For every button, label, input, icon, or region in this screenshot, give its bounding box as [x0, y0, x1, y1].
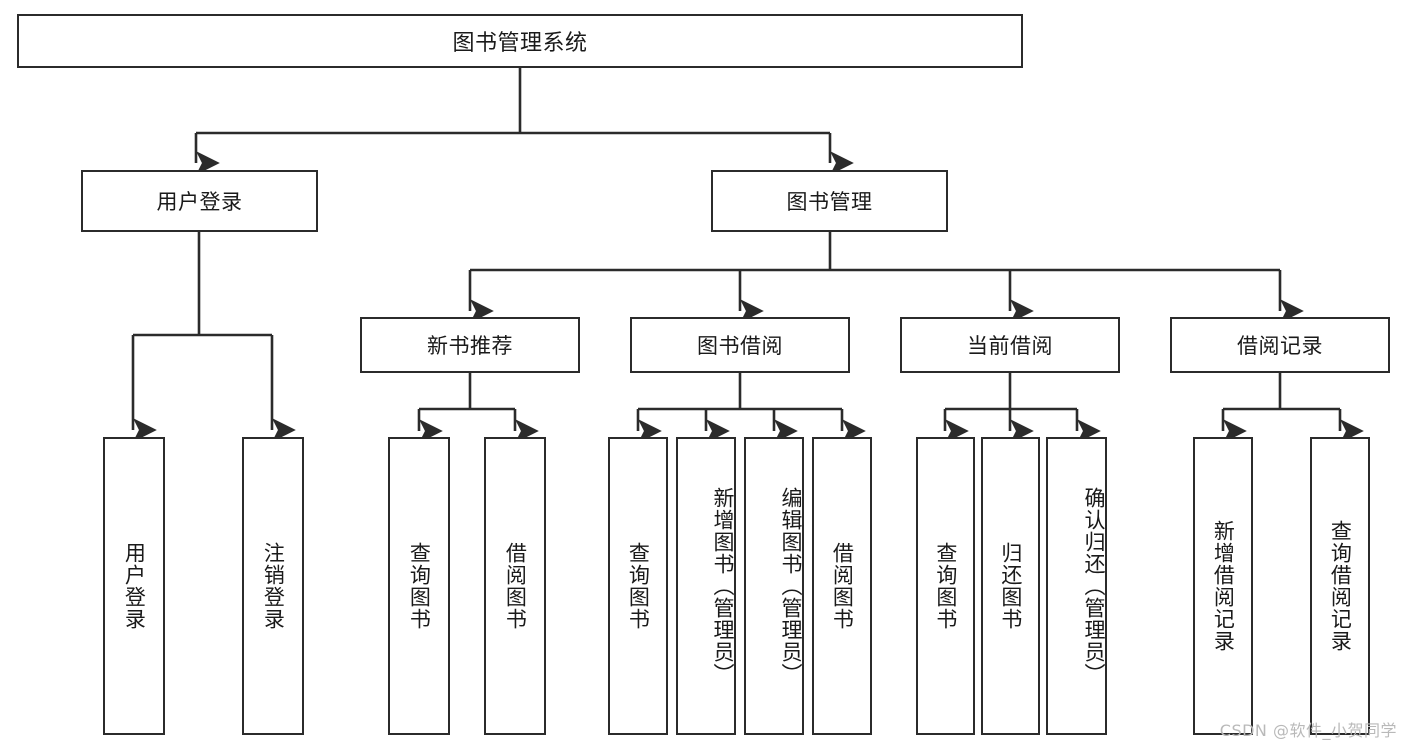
leaf-label: 借阅图书	[830, 542, 855, 630]
leaf-label: 新增图书（管理员）	[711, 487, 735, 685]
node-user-login[interactable]: 用户登录	[81, 170, 318, 232]
node-leaf-borrow-book[interactable]: 借阅图书	[812, 437, 872, 735]
node-leaf-add-borrow-record[interactable]: 新增借阅记录	[1193, 437, 1253, 735]
leaf-label: 用户登录	[122, 542, 147, 630]
node-leaf-query-book-recommend[interactable]: 查询图书	[388, 437, 450, 735]
leaf-label: 归还图书	[998, 542, 1023, 630]
node-leaf-query-book[interactable]: 查询图书	[608, 437, 668, 735]
leaf-label: 注销登录	[261, 542, 286, 630]
leaf-label: 编辑图书（管理员）	[779, 487, 803, 685]
node-leaf-confirm-return-admin[interactable]: 确认归还（管理员）	[1046, 437, 1107, 735]
node-leaf-user-login[interactable]: 用户登录	[103, 437, 165, 735]
node-leaf-borrow-book-recommend[interactable]: 借阅图书	[484, 437, 546, 735]
leaf-label: 查询图书	[407, 542, 432, 630]
node-leaf-query-book-current[interactable]: 查询图书	[916, 437, 975, 735]
node-root-system[interactable]: 图书管理系统	[17, 14, 1023, 68]
leaf-label: 查询图书	[626, 542, 651, 630]
leaf-label: 借阅图书	[503, 542, 528, 630]
node-borrow-record[interactable]: 借阅记录	[1170, 317, 1390, 373]
node-leaf-add-book-admin[interactable]: 新增图书（管理员）	[676, 437, 736, 735]
node-leaf-logout[interactable]: 注销登录	[242, 437, 304, 735]
node-current-borrow[interactable]: 当前借阅	[900, 317, 1120, 373]
node-leaf-return-book[interactable]: 归还图书	[981, 437, 1040, 735]
leaf-label: 查询图书	[933, 542, 958, 630]
node-new-book-recommend[interactable]: 新书推荐	[360, 317, 580, 373]
node-book-management[interactable]: 图书管理	[711, 170, 948, 232]
leaf-label: 查询借阅记录	[1328, 520, 1353, 652]
node-leaf-query-borrow-record[interactable]: 查询借阅记录	[1310, 437, 1370, 735]
watermark-text: CSDN @软件_小贺同学	[1219, 721, 1397, 740]
leaf-label: 新增借阅记录	[1211, 520, 1236, 652]
node-leaf-edit-book-admin[interactable]: 编辑图书（管理员）	[744, 437, 804, 735]
node-book-borrow[interactable]: 图书借阅	[630, 317, 850, 373]
leaf-label: 确认归还（管理员）	[1082, 487, 1106, 685]
